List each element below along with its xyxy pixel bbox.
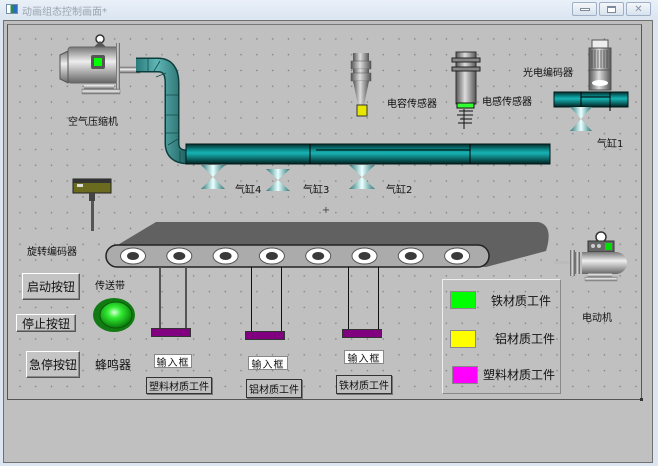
roller-hub bbox=[265, 252, 278, 260]
pusher-rod bbox=[185, 267, 187, 330]
window-title: 动画组态控制画面* bbox=[22, 7, 107, 18]
photoelectric-encoder-icon bbox=[588, 39, 612, 91]
elbow-pipe bbox=[117, 57, 189, 165]
legend-label-plastic: 塑料材质工件 bbox=[483, 368, 556, 382]
main-pipe bbox=[185, 143, 551, 165]
rotary-encoder-label: 旋转编码器 bbox=[27, 247, 77, 258]
cylinder-1-label: 气缸1 bbox=[597, 139, 624, 150]
plastic-bin-label: 塑料材质工件 bbox=[146, 377, 212, 394]
pusher-rod bbox=[378, 267, 379, 330]
motor-icon bbox=[554, 231, 627, 282]
title-bar: 动画组态控制画面* ✕ bbox=[0, 0, 658, 20]
legend-swatch-aluminum bbox=[450, 330, 476, 348]
compressor-label: 空气压缩机 bbox=[68, 117, 118, 128]
legend-swatch-plastic bbox=[452, 366, 478, 384]
roller-hub bbox=[451, 252, 464, 260]
maximize-button[interactable] bbox=[599, 2, 624, 16]
cylinder-4-icon bbox=[201, 165, 225, 189]
emergency-stop-button[interactable]: 急停按钮 bbox=[26, 351, 80, 378]
roller-hub bbox=[219, 252, 232, 260]
air-compressor-icon bbox=[59, 34, 121, 95]
maximize-icon bbox=[607, 5, 616, 13]
cylinder-3-icon bbox=[266, 169, 290, 191]
conveyor-rollers bbox=[120, 247, 471, 265]
capacitive-sensor-label: 电容传感器 bbox=[387, 99, 437, 110]
stop-button[interactable]: 停止按钮 bbox=[16, 314, 76, 332]
legend-swatch-iron bbox=[450, 291, 476, 309]
material-legend: 铁材质工件 铝材质工件 塑料材质工件 bbox=[442, 279, 561, 394]
photo-encoder-label: 光电编码器 bbox=[523, 68, 573, 79]
roller-hub bbox=[173, 252, 186, 260]
roller-hub bbox=[127, 252, 139, 260]
resize-handle[interactable] bbox=[640, 398, 643, 401]
start-button[interactable]: 启动按钮 bbox=[22, 273, 80, 300]
pipe-network: + bbox=[59, 34, 629, 332]
pusher-2-head bbox=[245, 331, 285, 340]
app-icon bbox=[6, 4, 18, 14]
minimize-button[interactable] bbox=[572, 2, 597, 16]
buzzer-label: 蜂鸣器 bbox=[95, 358, 132, 372]
conveyor-label: 传送带 bbox=[95, 281, 125, 292]
legend-label-iron: 铁材质工件 bbox=[491, 294, 552, 308]
cylinder-2-label: 气缸2 bbox=[386, 185, 413, 196]
pusher-rod bbox=[281, 267, 282, 333]
close-button[interactable]: ✕ bbox=[626, 2, 651, 16]
scada-canvas: + bbox=[7, 24, 643, 401]
roller-hub bbox=[312, 252, 325, 260]
aluminum-bin-label: 铝材质工件 bbox=[246, 379, 302, 398]
rotary-encoder-icon bbox=[72, 178, 112, 231]
conveyor-belt bbox=[105, 222, 549, 268]
cylinder-1-icon bbox=[570, 107, 592, 131]
capacitive-sensor-icon bbox=[350, 53, 372, 117]
roller-hub bbox=[404, 252, 417, 260]
plastic-count-input[interactable]: 输入框 bbox=[154, 354, 192, 369]
cylinder-2-icon bbox=[349, 165, 375, 189]
close-icon: ✕ bbox=[634, 3, 643, 15]
svg-text:+: + bbox=[322, 205, 330, 216]
iron-bin-label: 铁材质工件 bbox=[336, 375, 392, 394]
inductive-sensor-label: 电感传感器 bbox=[482, 97, 532, 108]
pusher-3-head bbox=[342, 329, 382, 338]
pusher-1-head bbox=[151, 328, 191, 337]
feed-pipe bbox=[553, 91, 629, 108]
pusher-rod bbox=[251, 267, 252, 333]
conveyor-indicator-lamp bbox=[93, 298, 135, 332]
client-area: + bbox=[3, 20, 653, 463]
pusher-rod bbox=[348, 267, 349, 330]
pusher-rod bbox=[159, 267, 161, 330]
cylinder-4-label: 气缸4 bbox=[235, 185, 262, 196]
motor-label: 电动机 bbox=[582, 313, 612, 324]
aluminum-count-input[interactable]: 输入框 bbox=[248, 356, 288, 371]
iron-count-input[interactable]: 输入框 bbox=[344, 350, 384, 365]
minimize-icon bbox=[579, 7, 590, 11]
cylinder-3-label: 气缸3 bbox=[303, 185, 330, 196]
legend-label-aluminum: 铝材质工件 bbox=[495, 332, 556, 346]
inductive-sensor-icon bbox=[451, 51, 481, 129]
roller-hub bbox=[358, 252, 371, 260]
